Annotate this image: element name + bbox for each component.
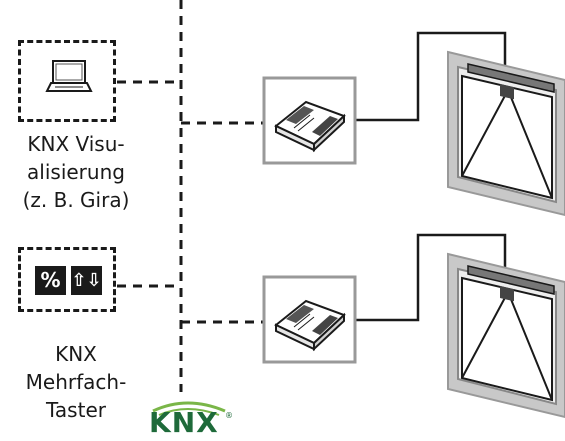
knx-logo-arc-icon bbox=[152, 401, 226, 416]
percent-key-icon: % bbox=[35, 266, 66, 295]
knx-actuator-icon bbox=[262, 275, 357, 364]
label-line: Mehrfach- bbox=[25, 370, 127, 394]
label-line: (z. B. Gira) bbox=[22, 188, 130, 212]
label-line: KNX bbox=[55, 342, 97, 366]
laptop-icon bbox=[45, 60, 93, 92]
tilt-window-icon bbox=[447, 252, 565, 419]
label-line: KNX Visu- bbox=[27, 132, 125, 156]
knx-logo-text: KNX bbox=[149, 406, 219, 439]
visualization-device-box bbox=[18, 40, 116, 122]
label-line: Taster bbox=[46, 398, 106, 422]
tilt-window-icon bbox=[447, 50, 565, 217]
push-button-icon: % ⇧⇩ bbox=[18, 247, 116, 312]
knx-logo: KNX ® bbox=[147, 397, 235, 437]
motor-wire-2 bbox=[356, 233, 507, 322]
push-button-label: KNX Mehrfach- Taster bbox=[6, 340, 146, 424]
up-down-key-icon: ⇧⇩ bbox=[71, 266, 102, 295]
motor-wire-1 bbox=[356, 31, 507, 122]
registered-mark: ® bbox=[225, 411, 233, 420]
knx-actuator-icon bbox=[262, 76, 357, 165]
visualization-label: KNX Visu- alisierung (z. B. Gira) bbox=[6, 130, 146, 214]
label-line: alisierung bbox=[27, 160, 125, 184]
